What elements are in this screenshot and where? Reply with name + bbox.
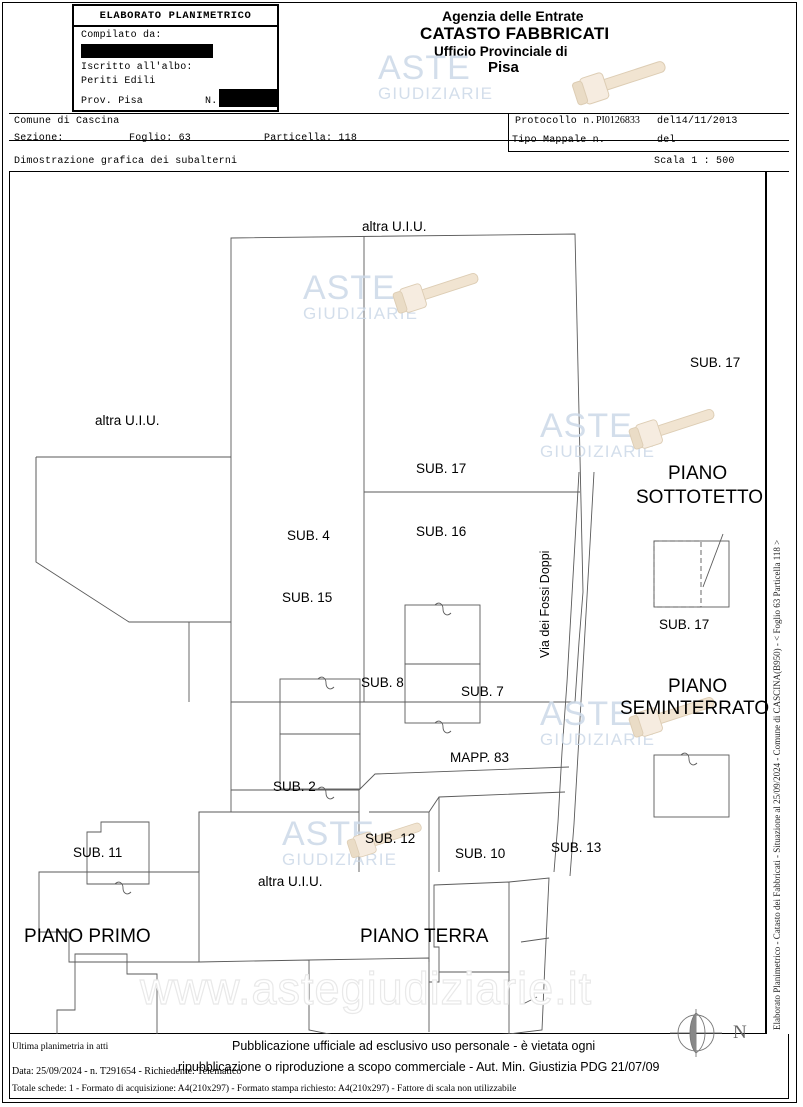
lower-outline xyxy=(198,959,510,1034)
label-street-name: Via dei Fossi Doppi xyxy=(538,550,552,658)
side-strip-text: Elaborato Planimetrico - Catasto dei Fab… xyxy=(772,539,782,1030)
label-sub-8: SUB. 8 xyxy=(361,675,404,690)
room-sub11 xyxy=(56,953,158,1034)
footer-publication-line1: Pubblicazione ufficiale ad esclusivo uso… xyxy=(232,1039,596,1053)
cadastral-ids-row: Comune di Cascina Sezione: Foglio: 63 Pa… xyxy=(9,113,789,144)
left-block-outline xyxy=(35,457,231,623)
section-label: Sezione: xyxy=(14,133,64,144)
protocol-date: del14/11/2013 xyxy=(657,116,738,127)
agency-line-1: Agenzia delle Entrate xyxy=(442,8,584,24)
label-sub-7: SUB. 7 xyxy=(461,684,504,699)
street-edge-right xyxy=(569,471,595,877)
footer-request-data: Data: 25/09/2024 - n. T291654 - Richiede… xyxy=(12,1066,242,1077)
compiled-by-label: Compilato da: xyxy=(81,30,162,41)
number-label: N. xyxy=(205,96,218,107)
protocol-number: PI0126833 xyxy=(596,115,640,126)
sub2-left-edge xyxy=(198,790,232,962)
room-small-sub2 xyxy=(86,821,150,885)
compass-icon xyxy=(670,1009,722,1057)
label-altra-uiu-top: altra U.I.U. xyxy=(362,219,427,234)
label-altra-uiu-bottom: altra U.I.U. xyxy=(258,874,323,889)
door-arc-sub15 xyxy=(317,786,335,800)
label-piano-sottotetto-2: SOTTOTETTO xyxy=(636,487,764,508)
sub2-outline xyxy=(38,871,199,963)
compiler-info-box: ELABORATO PLANIMETRICO Compilato da: Isc… xyxy=(72,4,279,112)
parcel-label: Particella: 118 xyxy=(264,133,358,144)
agency-line-2: CATASTO FABBRICATI xyxy=(420,24,610,43)
footer-format-info: Totale schede: 1 - Formato di acquisizio… xyxy=(12,1084,517,1094)
lower-region-top-edge xyxy=(230,702,570,791)
agency-line-3: Ufficio Provinciale di xyxy=(434,44,568,59)
agency-heading: Agenzia delle Entrate CATASTO FABBRICATI… xyxy=(420,8,750,76)
upper-block-outline xyxy=(230,233,584,703)
watermark-url: www.astegiudiziarie.it xyxy=(139,962,593,1014)
subtitle-row: Dimostrazione grafica dei subalterni Sca… xyxy=(9,152,789,172)
sub13-region xyxy=(508,877,550,1034)
registry-value: Periti Edili xyxy=(81,76,156,87)
label-piano-seminterrato-1: PIANO xyxy=(668,676,728,697)
door-arc-seminterrato xyxy=(680,752,698,766)
label-sub-17: SUB. 17 xyxy=(416,461,467,476)
label-sub-4: SUB. 4 xyxy=(287,528,330,543)
door-arc-sub4 xyxy=(317,676,335,690)
map-type-label: Tipo Mappale n. xyxy=(512,135,606,146)
province-label: Prov. Pisa xyxy=(81,96,144,107)
municipality-value: Comune di Cascina xyxy=(14,116,120,127)
sub7-top xyxy=(369,791,566,813)
room-sottotetto-dashed xyxy=(653,540,702,608)
compass-north-label: N xyxy=(733,1022,747,1043)
document-title: ELABORATO PLANIMETRICO xyxy=(74,6,277,27)
label-mapp-83: MAPP. 83 xyxy=(450,750,510,765)
protocol-label: Protocollo n. xyxy=(515,116,596,127)
label-sub-2: SUB. 2 xyxy=(273,779,316,794)
floor-plan-drawing xyxy=(35,233,730,1034)
label-piano-terra: PIANO TERRA xyxy=(360,926,489,947)
side-strip xyxy=(766,172,789,1034)
protocol-divider xyxy=(508,113,509,152)
room-sub15 xyxy=(279,733,361,790)
label-sub-16: SUB. 16 xyxy=(416,524,467,539)
door-arc-sub17 xyxy=(434,602,452,616)
label-sub-17-sottotetto: SUB. 17 xyxy=(690,355,741,370)
sub13-leader xyxy=(522,996,538,1005)
room-sub17-terra xyxy=(404,604,481,665)
label-sub-12: SUB. 12 xyxy=(365,831,416,846)
street-edge-left xyxy=(553,471,580,873)
door-arc-sub16 xyxy=(434,720,452,734)
graphic-demo-label: Dimostrazione grafica dei subalterni xyxy=(14,156,238,167)
door-arc-small xyxy=(114,881,132,895)
sub17-leader-line xyxy=(702,533,724,588)
label-sub-10: SUB. 10 xyxy=(455,846,506,861)
map-type-date: del xyxy=(657,135,676,146)
agency-line-4: Pisa xyxy=(488,59,519,76)
room-seminterrato xyxy=(653,754,730,818)
footer-last-plan: Ultima planimetria in atti xyxy=(12,1042,109,1052)
redacted-number-block xyxy=(219,89,279,107)
sub13-divider xyxy=(520,937,550,943)
sheet-label: Foglio: 63 xyxy=(129,133,192,144)
label-sub-11: SUB. 11 xyxy=(73,845,123,860)
redacted-name-block xyxy=(81,44,213,58)
label-sub-15: SUB. 15 xyxy=(282,590,333,605)
label-piano-seminterrato-2: SEMINTERRATO xyxy=(620,698,770,719)
drawing-frame xyxy=(9,172,766,1034)
label-sub-17-seminterrato: SUB. 17 xyxy=(659,617,710,632)
scale-label: Scala 1 : 500 xyxy=(654,156,735,167)
room-sub4 xyxy=(279,678,361,735)
label-piano-primo: PIANO PRIMO xyxy=(24,926,151,947)
footer-frame xyxy=(9,1034,789,1099)
footer-publication-line2: ripubblicazione o riproduzione a scopo c… xyxy=(178,1060,660,1074)
room-sottotetto-solid xyxy=(653,540,730,608)
registry-label: Iscritto all'albo: xyxy=(81,62,193,73)
sub12-right xyxy=(308,957,430,1032)
label-altra-uiu-left: altra U.I.U. xyxy=(95,413,160,428)
label-piano-sottotetto-1: PIANO xyxy=(668,463,728,484)
label-sub-13: SUB. 13 xyxy=(551,840,602,855)
